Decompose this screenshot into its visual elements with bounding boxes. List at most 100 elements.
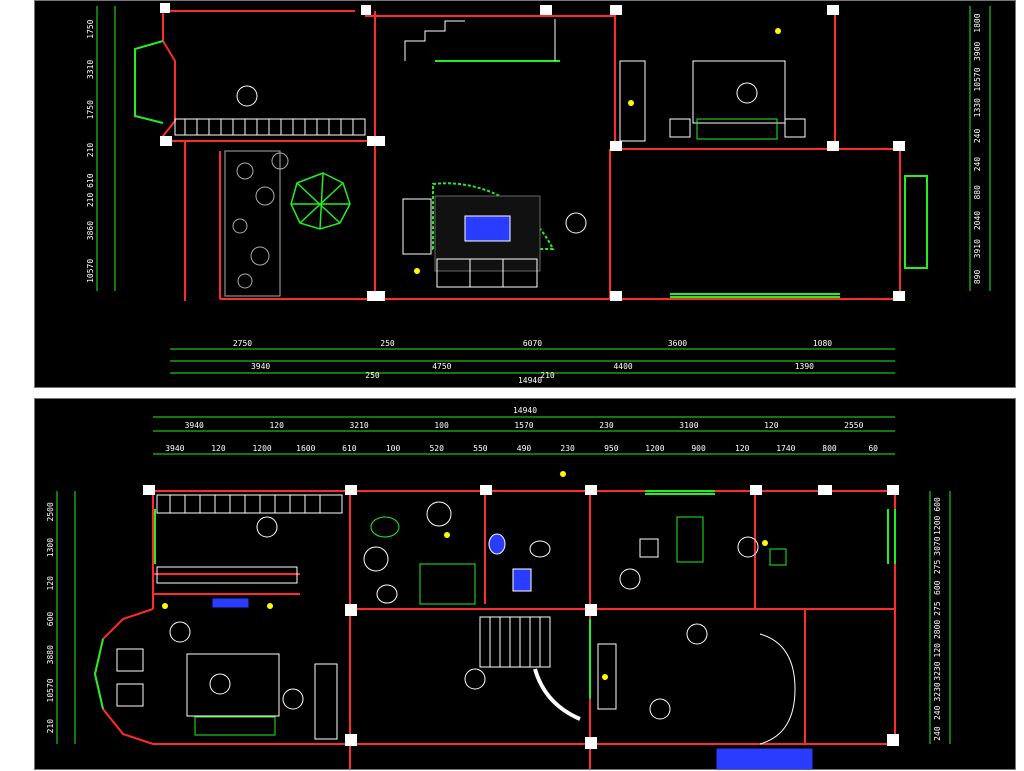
dimension-label: 3100	[679, 421, 698, 430]
dimension-label: 120	[269, 421, 284, 430]
dimension-label: 3230	[933, 661, 942, 680]
dimension-label: 3940	[185, 421, 204, 430]
dimension-label: 1080	[813, 339, 832, 348]
dimension-label: 950	[604, 444, 619, 453]
dimension-label: 210	[46, 719, 55, 734]
dimension-label: 1200	[252, 444, 271, 453]
lower-floor-plan-drawing: 1494039401203210100157023031001202550394…	[46, 406, 951, 770]
dimension-label: 520	[429, 444, 444, 453]
dimension-label: 120	[46, 576, 55, 591]
dimension-label: 4400	[613, 362, 632, 371]
walls	[162, 10, 905, 301]
dimension-label: 10570	[46, 678, 55, 702]
dimension-total-label: 14940	[518, 376, 542, 385]
stairs	[404, 19, 556, 61]
dimension-label: 275	[933, 601, 942, 616]
dimension-label: 6070	[523, 339, 542, 348]
columns	[143, 485, 899, 749]
dimension-label: 1600	[296, 444, 315, 453]
dimension-label: 600	[46, 612, 55, 627]
dimension-label: 120	[211, 444, 226, 453]
dimension-label: 100	[434, 421, 449, 430]
dimension-label: 3310	[86, 60, 95, 79]
dimension-text: 2750 250 6070 3600 1080 3940 4750 4400 1390 250 21…	[86, 13, 982, 385]
dimension-label: 2040	[973, 211, 982, 230]
dimension-label: 210	[86, 143, 95, 158]
dimension-label: 2500	[46, 502, 55, 521]
dimension-label: 1200	[933, 515, 942, 534]
upper-floor-plan: 2750 250 6070 3600 1080 3940 4750 4400 1390 250 21…	[34, 0, 1016, 388]
dimension-label: 3940	[165, 444, 184, 453]
dimension-label: 60	[868, 444, 878, 453]
dimension-label: 275	[933, 560, 942, 575]
dimension-label: 120	[735, 444, 750, 453]
dimension-label: 3940	[251, 362, 270, 371]
dimension-label: 1300	[46, 538, 55, 557]
dimension-label: 250	[365, 371, 380, 380]
dimension-label: 3910	[973, 239, 982, 258]
dimension-label: 3880	[46, 645, 55, 664]
dimension-label: 100	[386, 444, 401, 453]
dimension-label: 1390	[795, 362, 814, 371]
dimension-label: 210 610	[86, 173, 95, 207]
living-room-furniture	[402, 182, 555, 288]
elevation-markers	[236, 82, 758, 234]
bathroom-fixtures	[370, 516, 551, 605]
windows	[93, 490, 896, 710]
living-room-furniture	[597, 516, 813, 770]
dimension-total-label: 14940	[513, 406, 537, 415]
columns	[160, 3, 905, 301]
umbrella-icon	[290, 172, 351, 230]
dimension-label: 250	[380, 339, 395, 348]
dimension-label: 600	[933, 497, 942, 512]
dimension-label: 1200	[645, 444, 664, 453]
dimension-label: 3860	[86, 221, 95, 240]
dimension-label: 240	[933, 705, 942, 720]
dimension-label: 2800	[933, 620, 942, 639]
dimension-label: 610	[342, 444, 357, 453]
dimension-label: 3210	[349, 421, 368, 430]
dimension-label: 890	[973, 269, 982, 284]
dimension-label: 240	[973, 128, 982, 143]
upper-floor-plan-drawing: 2750 250 6070 3600 1080 3940 4750 4400 1390 250 21…	[86, 3, 991, 385]
dimension-label: 230	[560, 444, 575, 453]
dimension-label: 1750	[86, 19, 95, 38]
elevation-markers	[169, 501, 759, 720]
walls	[93, 490, 896, 769]
dimension-label: 880	[973, 185, 982, 200]
light-markers	[414, 28, 781, 274]
dimension-label: 3070	[933, 536, 942, 555]
balcony-railing	[174, 118, 366, 136]
dimension-label: 210	[540, 371, 555, 380]
dimension-label: 120	[764, 421, 779, 430]
dimension-label: 490	[517, 444, 532, 453]
dimension-label: 3900	[973, 41, 982, 60]
dimension-label: 10570	[86, 259, 95, 283]
garden-planting	[224, 150, 289, 297]
dimension-lines	[56, 416, 951, 744]
stairs	[479, 616, 581, 721]
dimension-label: 1740	[776, 444, 795, 453]
dimension-label: 1750	[86, 100, 95, 119]
dimension-label: 10570	[973, 67, 982, 91]
bedroom-furniture	[116, 598, 280, 736]
dimension-label: 1800	[973, 13, 982, 32]
dimension-label: 240	[973, 157, 982, 172]
dimension-label: 800	[822, 444, 837, 453]
dimension-label: 120	[933, 643, 942, 658]
dimension-lines	[96, 6, 991, 374]
dimension-label: 900	[691, 444, 706, 453]
dimension-label: 2750	[233, 339, 252, 348]
dimension-label: 240	[933, 726, 942, 741]
dimension-label: 1570	[514, 421, 533, 430]
dimension-label: 4750	[432, 362, 451, 371]
dimension-label: 3600	[668, 339, 687, 348]
dimension-label: 1330	[973, 98, 982, 117]
dimension-label: 230	[599, 421, 614, 430]
light-markers	[162, 471, 768, 680]
dimension-label: 550	[473, 444, 488, 453]
dimension-label: 600	[933, 580, 942, 595]
dimension-label: 3230	[933, 682, 942, 701]
